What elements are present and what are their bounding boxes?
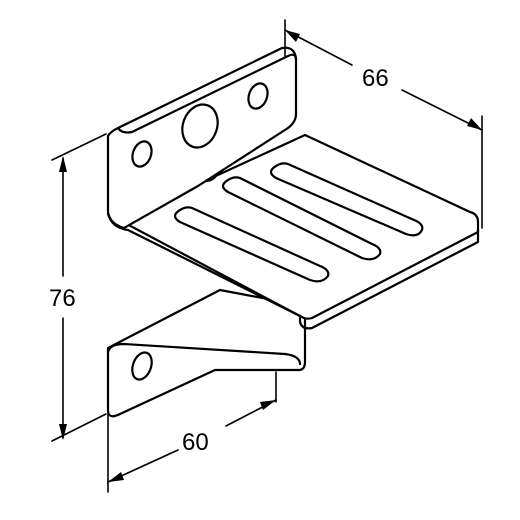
dimension-width-top: 66 <box>284 19 483 229</box>
back-plate <box>106 46 298 230</box>
arrowhead <box>59 424 67 440</box>
extension-line <box>51 133 107 161</box>
arrowhead <box>108 472 124 482</box>
shelf <box>106 133 480 330</box>
lower-leg-bend <box>106 342 302 366</box>
dimension-height: 76 <box>49 133 107 442</box>
lower-leg-body <box>106 288 307 418</box>
arrowhead <box>59 156 67 172</box>
back-plate-lip <box>116 53 298 134</box>
left-hole <box>131 140 153 168</box>
slot-1 <box>173 206 330 283</box>
dimension-width-bottom: 60 <box>107 371 277 493</box>
right-hole <box>247 82 269 110</box>
center-hole <box>181 103 219 149</box>
shelf-front-edge <box>298 228 480 330</box>
dimension-label-66: 66 <box>362 65 389 92</box>
lower-hole <box>131 351 153 381</box>
extension-line <box>51 413 107 442</box>
lower-leg <box>106 288 307 418</box>
arrowhead <box>467 118 482 130</box>
arrowhead <box>285 30 300 42</box>
dimension-label-60: 60 <box>182 429 209 456</box>
arrowhead <box>260 400 276 410</box>
slot-3 <box>269 162 424 237</box>
slot-2 <box>221 176 382 261</box>
shelf-body <box>106 133 480 320</box>
dimension-label-76: 76 <box>49 285 76 312</box>
